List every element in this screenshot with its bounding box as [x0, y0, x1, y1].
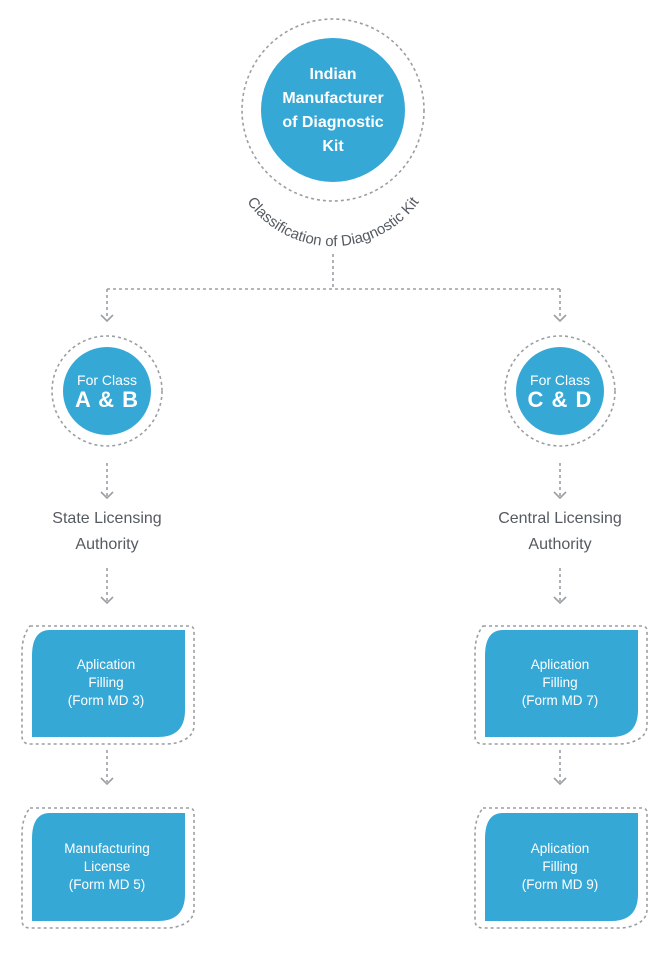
class-c-d-dotted-ring: [504, 335, 616, 447]
step-line-1: Aplication: [531, 657, 590, 672]
root-line-3: of Diagnostic: [282, 114, 383, 131]
step-form-md-5: Manufacturing License (Form MD 5): [21, 807, 195, 929]
step-line-2: Filling: [542, 675, 577, 690]
connectors: [106, 254, 561, 782]
step-dotted-frame: [474, 625, 648, 745]
branch-class-c-d: For Class C & D Central Licensing Author…: [474, 335, 648, 929]
step-line-2: License: [84, 859, 131, 874]
step-line-1: Aplication: [531, 841, 590, 856]
step-line-3: (Form MD 9): [522, 877, 599, 892]
step-line-1: Aplication: [77, 657, 136, 672]
arrow-down-icon: [100, 596, 114, 605]
arrow-down-icon: [553, 314, 567, 323]
root-node: Indian Manufacturer of Diagnostic Kit Cl…: [241, 18, 425, 250]
class-c-d-prefix: For Class: [530, 372, 590, 388]
step-dotted-frame: [21, 807, 195, 929]
root-line-1: Indian: [309, 66, 356, 83]
class-a-b-circle: [63, 347, 151, 435]
step-line-2: Filling: [542, 859, 577, 874]
step-dotted-frame: [474, 807, 648, 929]
step-box: [485, 813, 638, 921]
arrow-down-icon: [100, 777, 114, 786]
arrow-down-icon: [100, 314, 114, 323]
step-form-md-3: Aplication Filling (Form MD 3): [21, 625, 195, 745]
step-box: [485, 630, 638, 737]
class-a-b-dotted-ring: [51, 335, 163, 447]
step-line-1: Manufacturing: [64, 841, 150, 856]
step-line-3: (Form MD 7): [522, 693, 599, 708]
arrow-down-icon: [100, 491, 114, 500]
step-line-3: (Form MD 5): [69, 877, 146, 892]
classification-arc-label: Classification of Diagnostic Kit: [244, 193, 423, 250]
root-line-2: Manufacturer: [282, 90, 383, 107]
root-dotted-ring: [241, 18, 425, 202]
step-dotted-frame: [21, 625, 195, 745]
branch-class-a-b: For Class A & B State Licensing Authorit…: [21, 335, 195, 929]
arrow-down-icon: [553, 596, 567, 605]
class-c-d-circle: [516, 347, 604, 435]
class-a-b-prefix: For Class: [77, 372, 137, 388]
arrow-down-icon: [553, 777, 567, 786]
root-circle: [261, 38, 405, 182]
central-authority-line-1: Central Licensing: [498, 510, 622, 527]
class-a-b-label: A & B: [75, 387, 139, 412]
step-line-3: (Form MD 3): [68, 693, 145, 708]
step-form-md-7: Aplication Filling (Form MD 7): [474, 625, 648, 745]
step-box: [32, 813, 185, 921]
arrowheads: [100, 314, 567, 786]
step-line-2: Filling: [88, 675, 123, 690]
step-box: [32, 630, 185, 737]
central-authority-line-2: Authority: [528, 536, 591, 553]
arrow-down-icon: [553, 491, 567, 500]
step-form-md-9: Aplication Filling (Form MD 9): [474, 807, 648, 929]
state-authority-line-2: Authority: [75, 536, 138, 553]
root-line-4: Kit: [322, 138, 344, 155]
class-c-d-label: C & D: [528, 387, 593, 412]
state-authority-line-1: State Licensing: [52, 510, 161, 527]
